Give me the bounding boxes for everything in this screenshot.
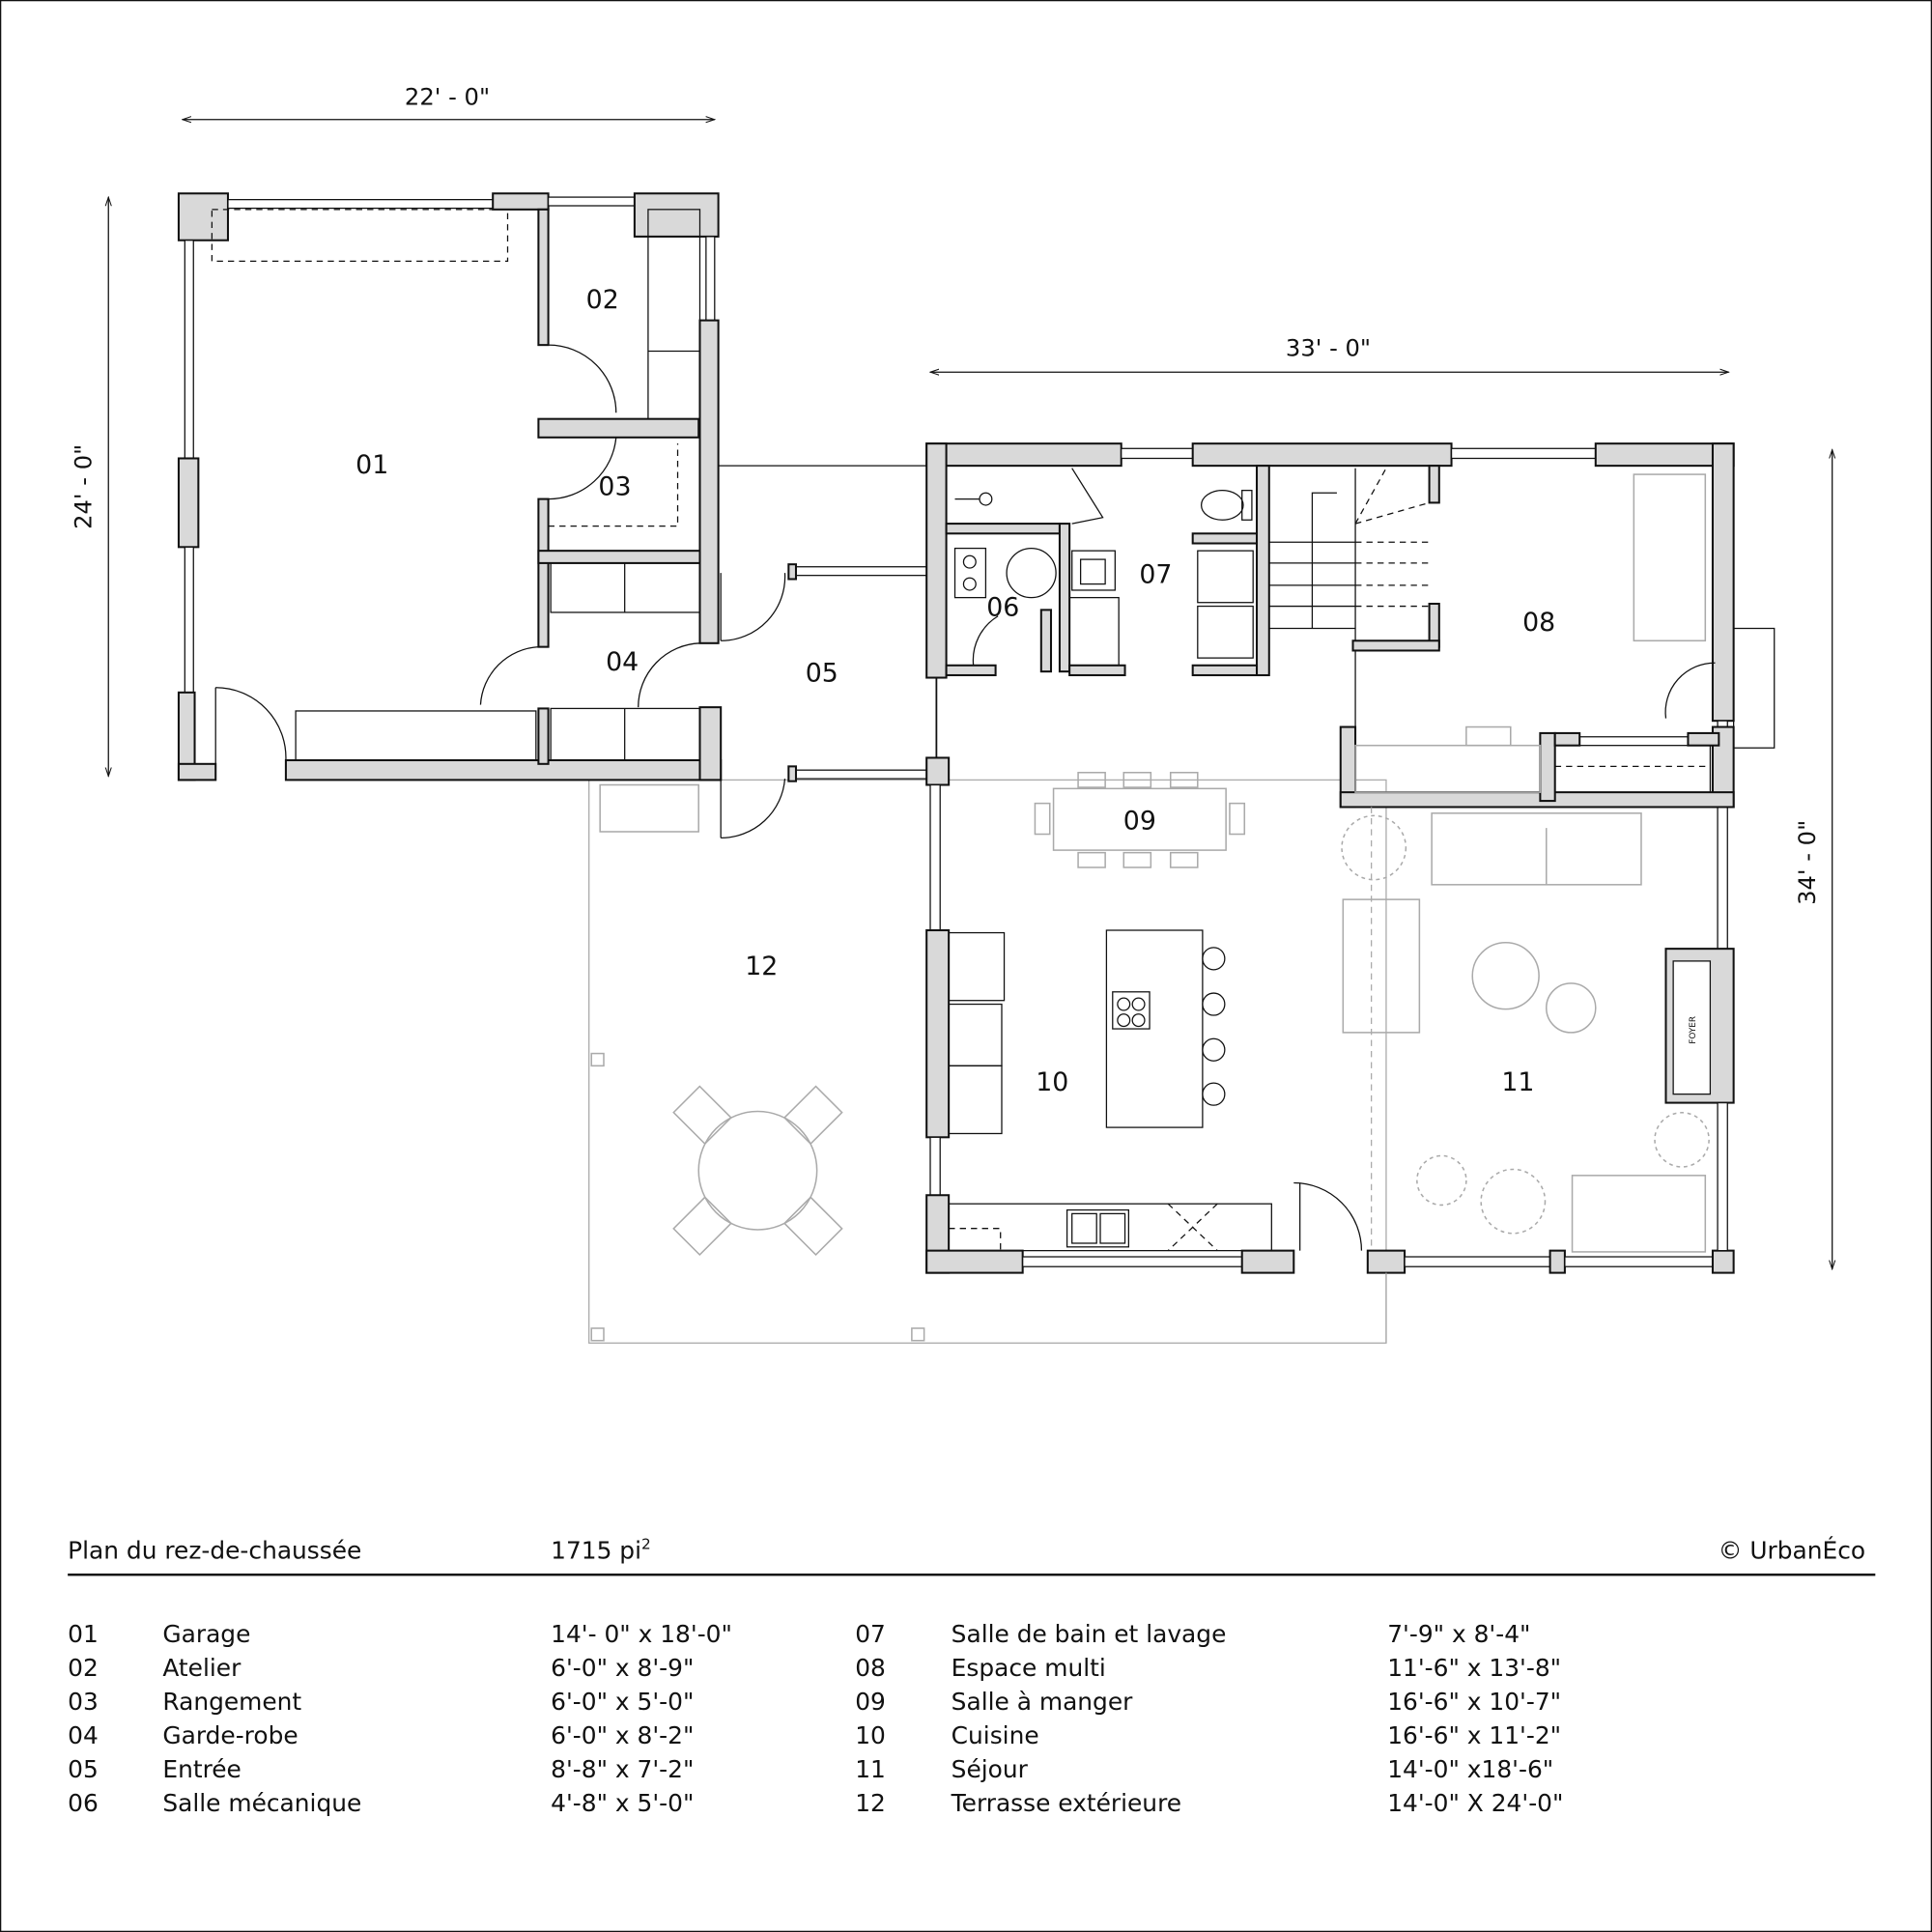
legend-number: 04 bbox=[68, 1721, 99, 1749]
legend-room-name: Atelier bbox=[162, 1654, 242, 1682]
plant-icon bbox=[1654, 1112, 1710, 1168]
legend-room-name: Terrasse extérieure bbox=[951, 1789, 1181, 1817]
dim-house-width: 33' - 0" bbox=[1286, 335, 1371, 362]
sofa bbox=[1431, 812, 1642, 886]
dining-table bbox=[1052, 787, 1227, 851]
footer: Plan du rez-de-chaussée 1715 pi2 © Urban… bbox=[68, 1535, 1876, 1577]
plant-icon bbox=[1480, 1168, 1547, 1235]
dim-house-depth: 34' - 0" bbox=[1794, 820, 1821, 905]
legend-room-name: Salle de bain et lavage bbox=[952, 1620, 1227, 1648]
fireplace-label: FOYER bbox=[1689, 1016, 1698, 1044]
room-label-12: 12 bbox=[745, 952, 778, 981]
legend-number: 01 bbox=[68, 1620, 99, 1648]
legend-row: 04 Garde-robe 6'-0" x 8'-2" bbox=[68, 1721, 694, 1749]
legend-row: 12 Terrasse extérieure 14'-0" X 24'-0" bbox=[855, 1789, 1563, 1817]
room-legend: 01 Garage 14'- 0" x 18'-0" 02 Atelier 6'-0" x… bbox=[68, 1620, 1563, 1817]
legend-row: 01 Garage 14'- 0" x 18'-0" bbox=[68, 1620, 732, 1648]
legend-row: 09 Salle à manger 16'-6" x 10'-7" bbox=[855, 1688, 1561, 1716]
room-label-05: 05 bbox=[806, 658, 838, 688]
legend-row: 06 Salle mécanique 4'-8" x 5'-0" bbox=[68, 1789, 694, 1817]
dim-garage-width: 22' - 0" bbox=[405, 83, 490, 110]
legend-number: 11 bbox=[855, 1755, 886, 1783]
legend-room-size: 16'-6" x 10'-7" bbox=[1387, 1688, 1561, 1716]
staircase bbox=[1268, 468, 1430, 641]
legend-room-size: 16'-6" x 11'-2" bbox=[1387, 1721, 1561, 1749]
legend-room-name: Salle à manger bbox=[952, 1688, 1133, 1716]
copyright: © UrbanÉco bbox=[1719, 1537, 1866, 1565]
room-label-06: 06 bbox=[986, 593, 1019, 623]
legend-row: 07 Salle de bain et lavage 7'-9" x 8'-4" bbox=[855, 1620, 1530, 1648]
legend-room-size: 14'-0" X 24'-0" bbox=[1387, 1789, 1563, 1817]
legend-number: 03 bbox=[68, 1688, 99, 1716]
room-label-08: 08 bbox=[1522, 608, 1555, 638]
plan-area: 1715 pi2 bbox=[551, 1535, 651, 1564]
legend-room-size: 11'-6" x 13'-8" bbox=[1387, 1654, 1561, 1682]
room-label-02: 02 bbox=[586, 285, 619, 315]
legend-room-name: Espace multi bbox=[952, 1654, 1106, 1682]
legend-room-size: 6'-0" x 5'-0" bbox=[551, 1688, 694, 1716]
chaise bbox=[1571, 1175, 1707, 1253]
bbq-icon bbox=[599, 783, 699, 833]
legend-room-size: 7'-9" x 8'-4" bbox=[1387, 1620, 1530, 1648]
legend-number: 05 bbox=[68, 1755, 99, 1783]
room-label-09: 09 bbox=[1123, 806, 1156, 836]
legend-number: 07 bbox=[855, 1620, 886, 1648]
legend-room-size: 4'-8" x 5'-0" bbox=[551, 1789, 694, 1817]
room-label-03: 03 bbox=[598, 472, 631, 502]
legend-room-name: Rangement bbox=[162, 1688, 301, 1716]
dimension-lines: 22' - 0" 24' - 0" 33' - 0" 34' - 0" bbox=[70, 83, 1832, 1268]
legend-room-name: Séjour bbox=[952, 1755, 1029, 1783]
dim-garage-depth: 24' - 0" bbox=[70, 444, 97, 529]
terrace bbox=[588, 779, 1387, 1344]
legend-number: 06 bbox=[68, 1789, 99, 1817]
legend-room-size: 8'-8" x 7'-2" bbox=[551, 1755, 694, 1783]
room-label-01: 01 bbox=[355, 450, 388, 480]
legend-room-size: 14'- 0" x 18'-0" bbox=[551, 1620, 732, 1648]
plant-icon bbox=[1341, 814, 1407, 881]
legend-row: 10 Cuisine 16'-6" x 11'-2" bbox=[855, 1721, 1561, 1749]
legend-room-size: 6'-0" x 8'-9" bbox=[551, 1654, 694, 1682]
legend-number: 12 bbox=[855, 1789, 886, 1817]
legend-number: 09 bbox=[855, 1688, 886, 1716]
room-label-07: 07 bbox=[1139, 559, 1172, 589]
legend-row: 05 Entrée 8'-8" x 7'-2" bbox=[68, 1755, 694, 1783]
legend-row: 03 Rangement 6'-0" x 5'-0" bbox=[68, 1688, 694, 1716]
legend-number: 02 bbox=[68, 1654, 99, 1682]
garage-walls bbox=[177, 192, 723, 781]
room-labels: 01 02 03 04 05 06 07 08 09 10 11 12 bbox=[355, 285, 1555, 1097]
room-label-04: 04 bbox=[606, 647, 639, 677]
legend-row: 11 Séjour 14'-0" x18'-6" bbox=[855, 1755, 1553, 1783]
legend-room-name: Garde-robe bbox=[162, 1721, 298, 1749]
house-walls: FOYER bbox=[925, 442, 1776, 1344]
legend-number: 08 bbox=[855, 1654, 886, 1682]
entry-walls bbox=[718, 465, 927, 838]
legend-row: 02 Atelier 6'-0" x 8'-9" bbox=[68, 1654, 694, 1682]
room-label-11: 11 bbox=[1501, 1067, 1534, 1097]
legend-room-size: 6'-0" x 8'-2" bbox=[551, 1721, 694, 1749]
sofa-multi bbox=[1633, 473, 1707, 642]
room-label-10: 10 bbox=[1036, 1067, 1068, 1097]
armchair bbox=[1342, 898, 1421, 1034]
plan-title: Plan du rez-de-chaussée bbox=[68, 1537, 361, 1565]
legend-room-name: Salle mécanique bbox=[162, 1789, 361, 1817]
legend-room-size: 14'-0" x18'-6" bbox=[1387, 1755, 1553, 1783]
legend-number: 10 bbox=[855, 1721, 886, 1749]
legend-room-name: Entrée bbox=[162, 1755, 241, 1783]
legend-row: 08 Espace multi 11'-6" x 13'-8" bbox=[855, 1654, 1561, 1682]
patio-table bbox=[697, 1110, 818, 1231]
legend-room-name: Cuisine bbox=[952, 1721, 1039, 1749]
legend-room-name: Garage bbox=[162, 1620, 250, 1648]
kitchen-island bbox=[1105, 929, 1204, 1128]
